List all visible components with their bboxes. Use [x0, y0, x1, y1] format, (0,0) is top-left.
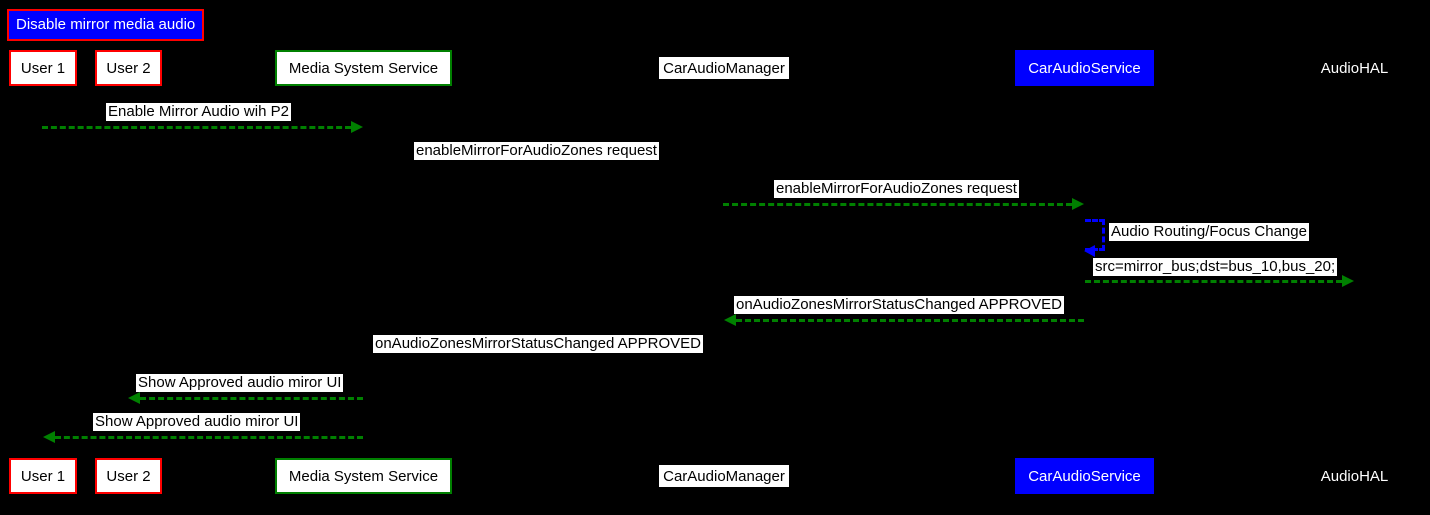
- self-loop-audio-routing-focus-change: [1085, 219, 1105, 251]
- participant-footer-car-audio-manager[interactable]: CarAudioManager: [659, 465, 789, 487]
- message-line-src-mirror-bus: [1085, 280, 1342, 283]
- message-line-show-approved-audio-miror-ui-user2: [140, 397, 363, 400]
- arrow-head-enable-mirror-for-audio-zones-request-2: [1072, 198, 1084, 210]
- message-label-audio-routing-focus-change: Audio Routing/Focus Change: [1109, 223, 1309, 241]
- message-label-on-audio-zones-mirror-status-changed-2: onAudioZonesMirrorStatusChanged APPROVED: [373, 335, 704, 353]
- message-line-enable-mirror-for-audio-zones-request-2: [723, 203, 1072, 206]
- message-label-show-approved-audio-miror-ui-user1: Show Approved audio miror UI: [93, 413, 301, 431]
- participant-footer-user2[interactable]: User 2: [95, 458, 162, 494]
- lifeline-user1: [43, 86, 44, 458]
- lifeline-media-system-service: [363, 86, 364, 458]
- arrow-head-show-approved-audio-miror-ui-user1: [43, 431, 55, 443]
- lifeline-user2: [128, 86, 129, 458]
- lifeline-audio-hal: [1354, 86, 1355, 458]
- message-label-show-approved-audio-miror-ui-user2: Show Approved audio miror UI: [136, 374, 344, 392]
- arrow-head-enable-mirror-audio: [351, 121, 363, 133]
- arrow-head-on-audio-zones-mirror-status-changed-1: [724, 314, 736, 326]
- participant-header-audio-hal[interactable]: AudioHAL: [1320, 59, 1389, 77]
- message-label-on-audio-zones-mirror-status-changed-1: onAudioZonesMirrorStatusChanged APPROVED: [734, 296, 1065, 314]
- participant-header-car-audio-service[interactable]: CarAudioService: [1015, 50, 1154, 86]
- participant-footer-media-system-service[interactable]: Media System Service: [275, 458, 452, 494]
- arrow-head-show-approved-audio-miror-ui-user2: [128, 392, 140, 404]
- participant-footer-audio-hal[interactable]: AudioHAL: [1320, 467, 1389, 485]
- message-label-enable-mirror-audio: Enable Mirror Audio wih P2: [106, 103, 291, 121]
- lifeline-car-audio-manager: [724, 86, 725, 458]
- participant-header-user2[interactable]: User 2: [95, 50, 162, 86]
- message-line-on-audio-zones-mirror-status-changed-1: [736, 319, 1084, 322]
- participant-header-user1[interactable]: User 1: [9, 50, 77, 86]
- message-label-enable-mirror-for-audio-zones-request-1: enableMirrorForAudioZones request: [414, 142, 659, 160]
- message-line-enable-mirror-audio: [42, 126, 351, 129]
- arrow-head-src-mirror-bus: [1342, 275, 1354, 287]
- participant-header-media-system-service[interactable]: Media System Service: [275, 50, 452, 86]
- arrow-head-audio-routing-focus-change: [1084, 245, 1095, 257]
- message-label-enable-mirror-for-audio-zones-request-2: enableMirrorForAudioZones request: [774, 180, 1019, 198]
- participant-footer-user1[interactable]: User 1: [9, 458, 77, 494]
- participant-footer-car-audio-service[interactable]: CarAudioService: [1015, 458, 1154, 494]
- message-label-src-mirror-bus: src=mirror_bus;dst=bus_10,bus_20;: [1093, 258, 1338, 276]
- message-line-show-approved-audio-miror-ui-user1: [55, 436, 363, 439]
- lifeline-car-audio-service: [1084, 86, 1085, 458]
- participant-header-car-audio-manager[interactable]: CarAudioManager: [659, 57, 789, 79]
- diagram-title-note: Disable mirror media audio: [7, 9, 205, 41]
